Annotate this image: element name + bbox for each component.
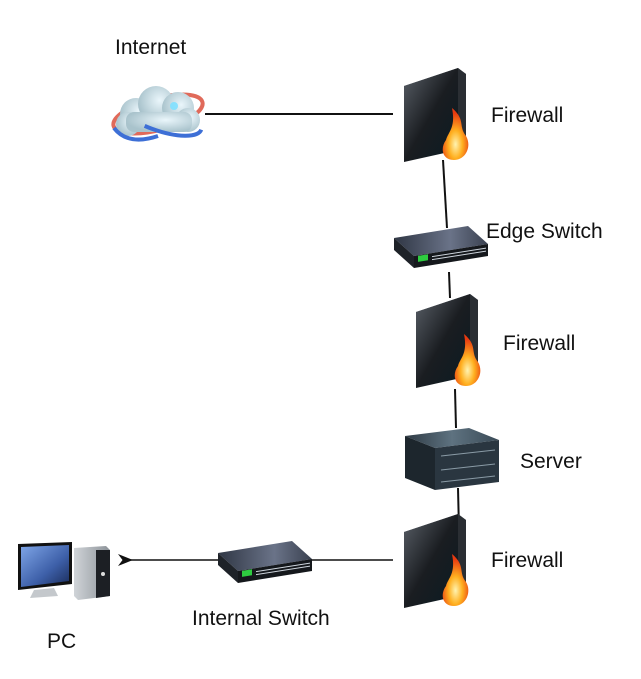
internal-switch-label: Internal Switch: [192, 607, 330, 630]
internet-label: Internet: [115, 36, 187, 59]
firewall-3-icon[interactable]: [400, 512, 480, 612]
server-label: Server: [520, 450, 582, 473]
edge-firewall2-server: [454, 388, 457, 429]
edge-firewall1-edge-switch: [442, 159, 448, 229]
edge-edge-switch-firewall2: [448, 271, 451, 299]
firewall-1-label: Firewall: [491, 104, 564, 127]
edge-switch-label: Edge Switch: [486, 220, 603, 243]
firewall-1-icon[interactable]: [400, 66, 480, 166]
server-icon[interactable]: [403, 426, 501, 492]
firewall-2-label: Firewall: [503, 332, 576, 355]
edge-switch-icon[interactable]: [392, 222, 490, 274]
internal-switch-icon[interactable]: [216, 537, 314, 589]
pc-icon[interactable]: [16, 540, 114, 606]
firewall-3-label: Firewall: [491, 549, 564, 572]
pc-label: PC: [47, 630, 77, 653]
firewall-2-icon[interactable]: [412, 292, 492, 392]
internet-cloud-icon[interactable]: [108, 76, 208, 148]
